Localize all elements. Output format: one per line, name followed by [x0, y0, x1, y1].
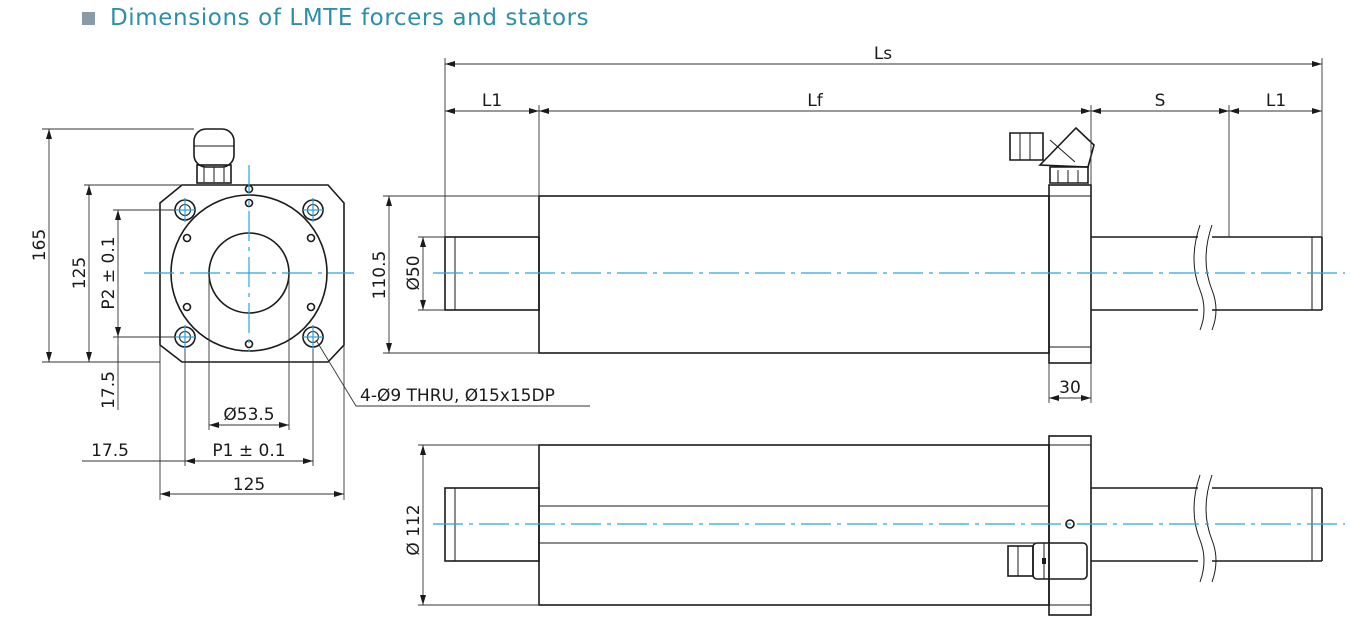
dim-p2: P2 ± 0.1	[99, 236, 119, 309]
dim-30: 30	[1059, 378, 1081, 398]
dim-ls: Ls	[874, 44, 892, 64]
dim-d112: Ø 112	[404, 504, 424, 555]
dim-17-5-vertical: 17.5	[99, 371, 119, 409]
break-symbol	[1193, 224, 1205, 331]
forcer-connector-top	[1009, 126, 1095, 184]
dim-125-horizontal: 125	[233, 475, 265, 495]
forcer-flange	[1048, 184, 1092, 364]
dim-p1: P1 ± 0.1	[212, 441, 285, 461]
forcer-flange-bottom	[1048, 435, 1092, 616]
dim-lf: Lf	[807, 91, 823, 111]
circle-screws	[182, 184, 316, 349]
forcer-body	[538, 195, 1050, 354]
dim-l1-left: L1	[482, 91, 502, 111]
dim-l1-right: L1	[1266, 91, 1286, 111]
hole-spec-callout: 4-Ø9 THRU, Ø15x15DP	[360, 386, 555, 406]
heading-text: Dimensions of LMTE forcers and stators	[110, 5, 590, 31]
section-heading: Dimensions of LMTE forcers and stators	[82, 4, 589, 32]
dim-125-vertical: 125	[70, 257, 90, 289]
dim-17-5-horizontal: 17.5	[91, 441, 129, 461]
dim-d50: Ø50	[404, 255, 424, 290]
dim-s: S	[1155, 91, 1166, 111]
heading-bullet-square	[82, 11, 95, 25]
front-connector	[193, 128, 235, 184]
side-view-top	[383, 58, 1345, 403]
dim-d53-5: Ø53.5	[223, 405, 274, 425]
dim-110-5: 110.5	[370, 251, 390, 300]
forcer-body-bottom	[538, 444, 1050, 606]
forcer-connector-bottom	[1007, 542, 1088, 580]
dim-165: 165	[30, 229, 50, 261]
front-view	[42, 128, 590, 500]
side-view-bottom	[418, 435, 1345, 616]
